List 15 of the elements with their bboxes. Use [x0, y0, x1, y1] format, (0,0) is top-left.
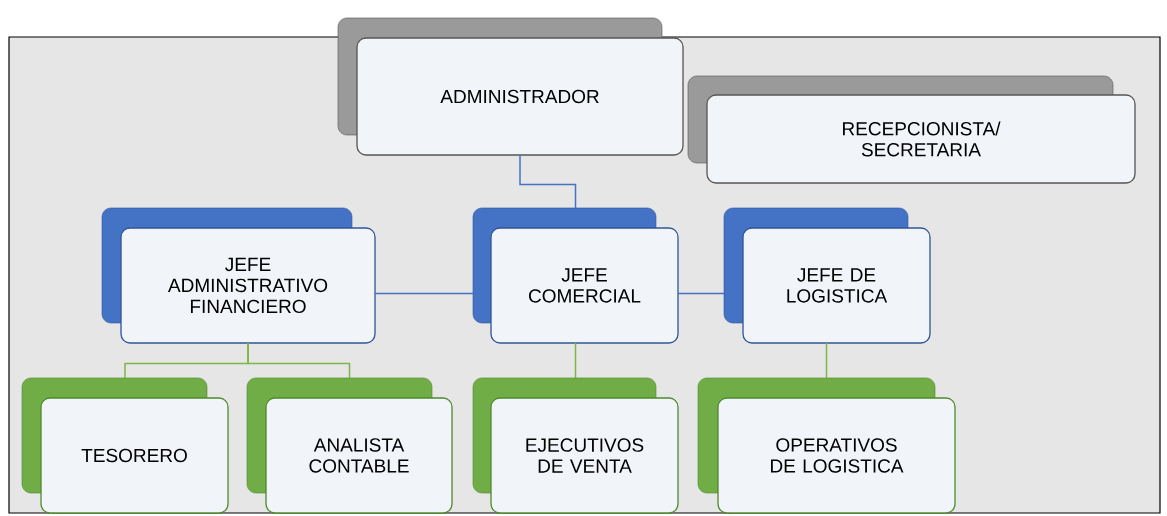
- position-box: TESORERO: [21, 377, 229, 514]
- connector-line: [374, 292, 474, 295]
- connector-line: [825, 342, 828, 379]
- position-box: EJECUTIVOS DE VENTA: [472, 377, 679, 514]
- position-box: JEFE ADMINISTRATIVO FINANCIERO: [101, 207, 376, 344]
- position-box: JEFE DE LOGISTICA: [723, 207, 931, 344]
- position-box: JEFE COMERCIAL: [472, 207, 679, 344]
- position-box: OPERATIVOS DE LOGISTICA: [697, 377, 956, 514]
- position-box: RECEPCIONISTA/ SECRETARIA: [687, 75, 1136, 184]
- connector-line: [247, 342, 351, 379]
- position-box: ANALISTA CONTABLE: [246, 377, 453, 514]
- connector-line: [574, 342, 577, 379]
- position-box: ADMINISTRADOR: [337, 17, 684, 156]
- connector-line: [519, 154, 577, 209]
- connector-line: [677, 292, 725, 295]
